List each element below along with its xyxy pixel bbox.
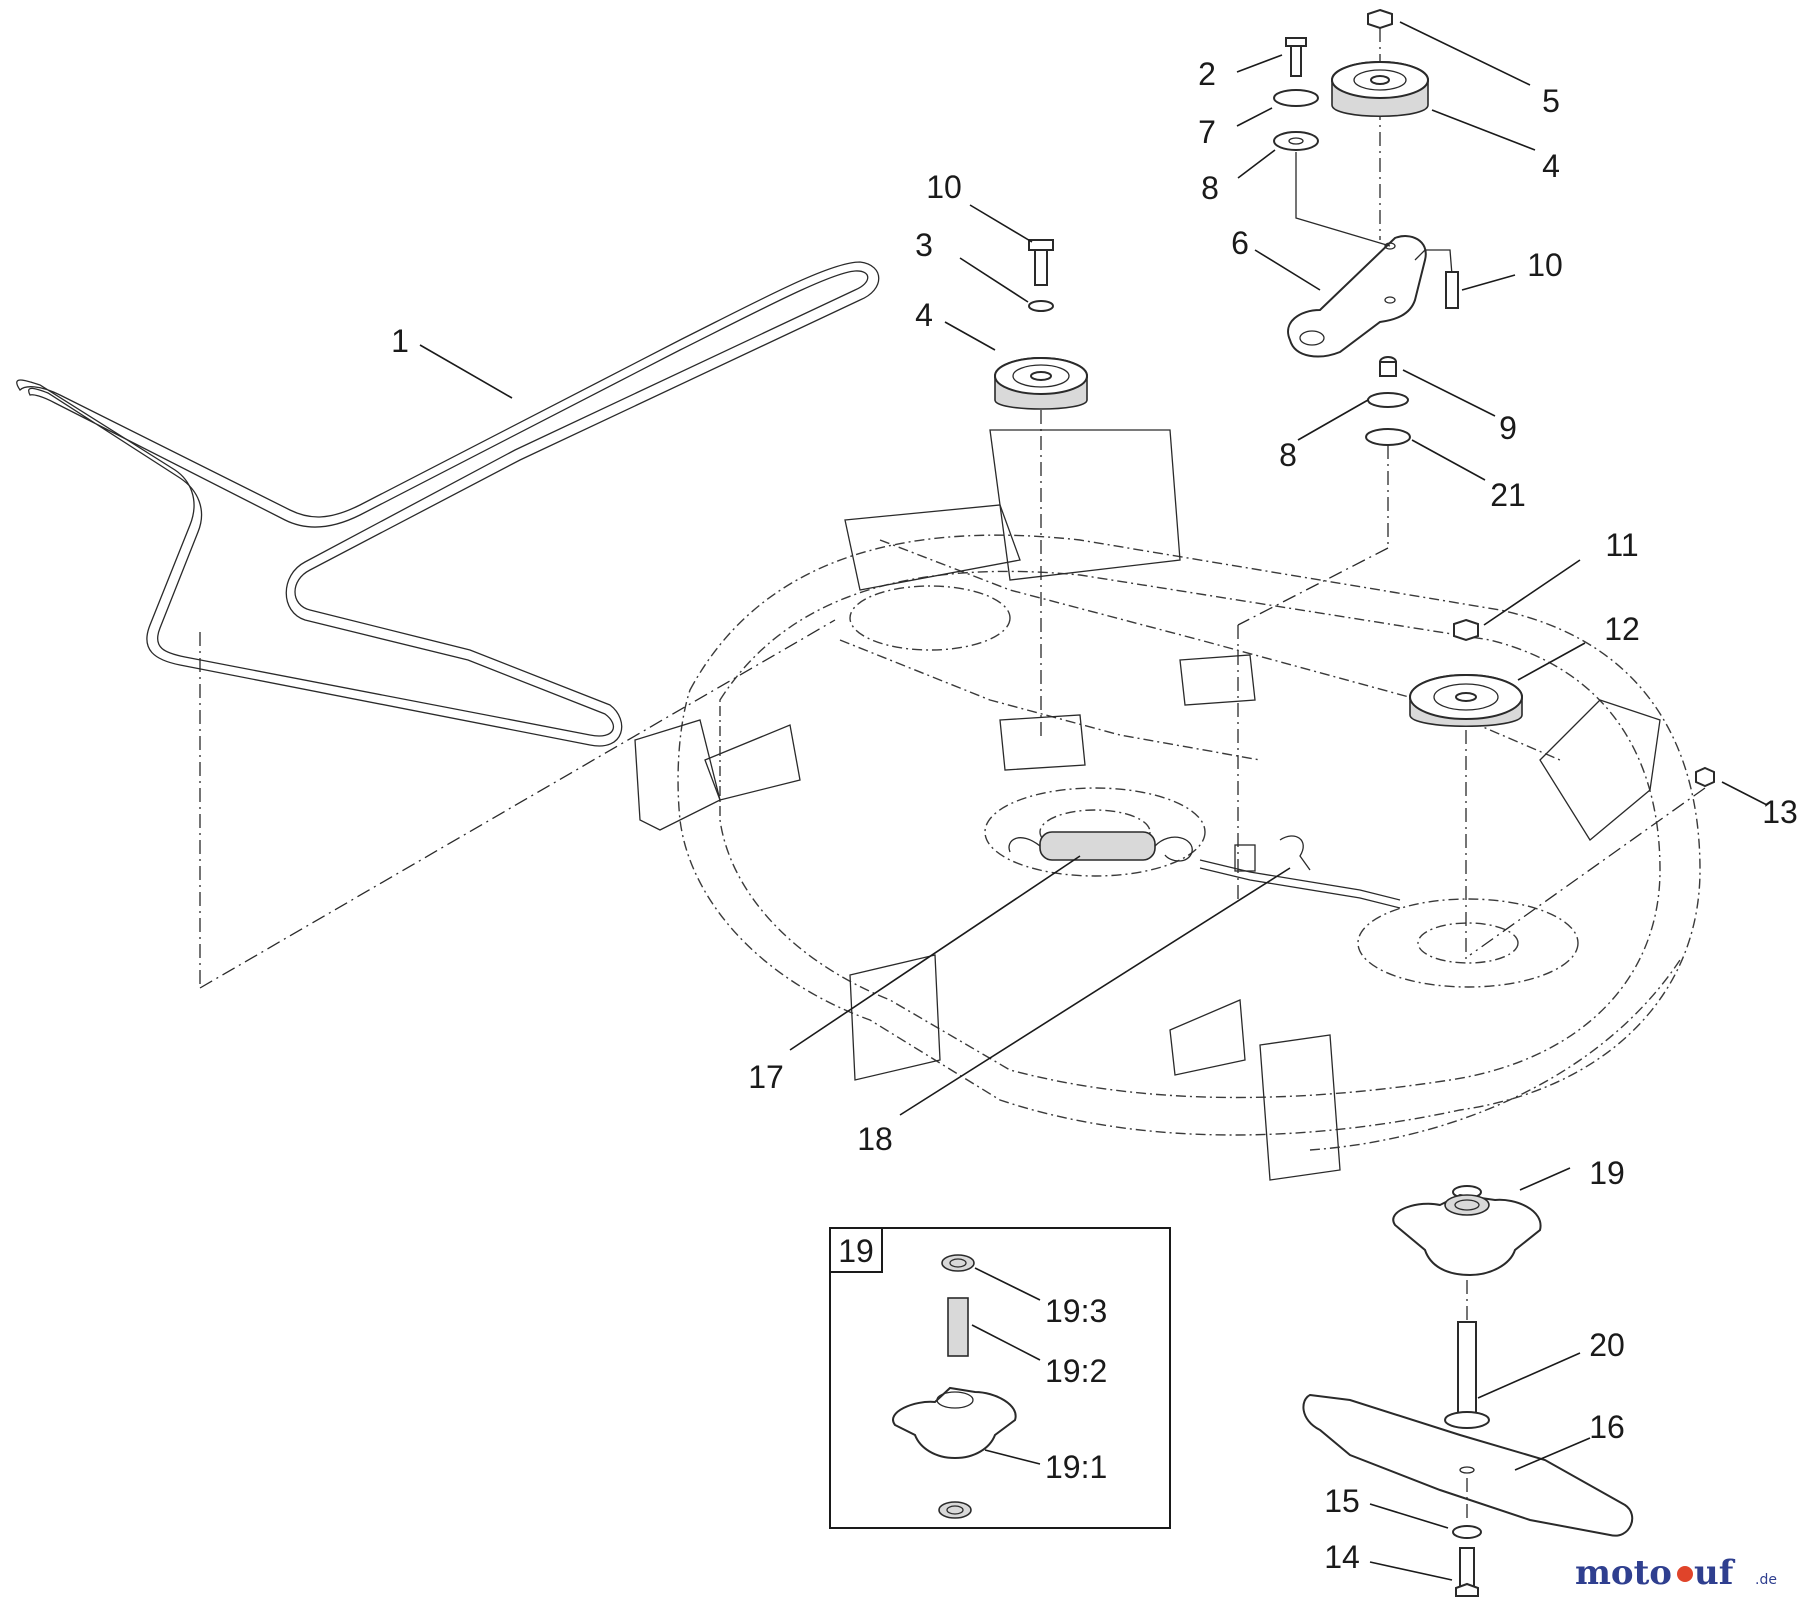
callout-21: 21	[1490, 477, 1526, 513]
callout-14: 14	[1324, 1539, 1360, 1575]
spindle-pulley-assembly	[1409, 618, 1715, 960]
drive-belt	[16, 261, 880, 747]
callout-9: 9	[1499, 410, 1517, 446]
callout-4b: 4	[1542, 148, 1560, 184]
leader-lines	[199, 21, 1768, 1581]
callout-20: 20	[1589, 1327, 1625, 1363]
callout-8b: 8	[1279, 437, 1297, 473]
watermark-suffix: uf	[1694, 1553, 1736, 1593]
callout-4a: 4	[915, 297, 933, 333]
callout-19-1: 19:1	[1045, 1449, 1107, 1485]
watermark-logo: moto uf .de	[1575, 1553, 1777, 1593]
callout-18: 18	[857, 1121, 893, 1157]
callout-10a: 10	[926, 169, 962, 205]
callout-11: 11	[1605, 527, 1638, 563]
svg-text:uf: uf	[1694, 1553, 1736, 1593]
callout-8a: 8	[1201, 170, 1219, 206]
callout-2: 2	[1198, 56, 1216, 92]
callout-19-3: 19:3	[1045, 1293, 1107, 1329]
spindle-detail-inset: 19 19:3 19:2 19:1	[829, 1227, 1171, 1529]
svg-text:moto: moto	[1575, 1553, 1672, 1593]
callout-15: 15	[1324, 1483, 1360, 1519]
callout-5: 5	[1542, 83, 1560, 119]
mower-deck	[634, 429, 1701, 1181]
callout-6: 6	[1231, 225, 1249, 261]
callout-7: 7	[1198, 114, 1216, 150]
callout-19: 19	[1589, 1155, 1625, 1191]
callout-13: 13	[1762, 794, 1798, 830]
watermark-prefix: moto	[1575, 1553, 1672, 1593]
right-idler-pulley-assembly	[1237, 8, 1459, 900]
callout-1: 1	[391, 323, 409, 359]
inset-title: 19	[838, 1233, 874, 1269]
callout-16: 16	[1589, 1409, 1625, 1445]
tension-spring-and-rod	[1008, 831, 1401, 909]
callout-19-2: 19:2	[1045, 1353, 1107, 1389]
left-idler-pulley-assembly	[994, 239, 1088, 740]
callout-12: 12	[1604, 611, 1640, 647]
callout-3: 3	[915, 227, 933, 263]
callout-labels: 1 2 7 8 5 4 6 10 3 4 10 9 8 21 11 12 13 …	[391, 56, 1798, 1575]
watermark-tld: .de	[1755, 1572, 1777, 1588]
callout-10b: 10	[1527, 247, 1563, 283]
spindle-blade-assembly	[1302, 1185, 1634, 1597]
callout-17: 17	[748, 1059, 784, 1095]
